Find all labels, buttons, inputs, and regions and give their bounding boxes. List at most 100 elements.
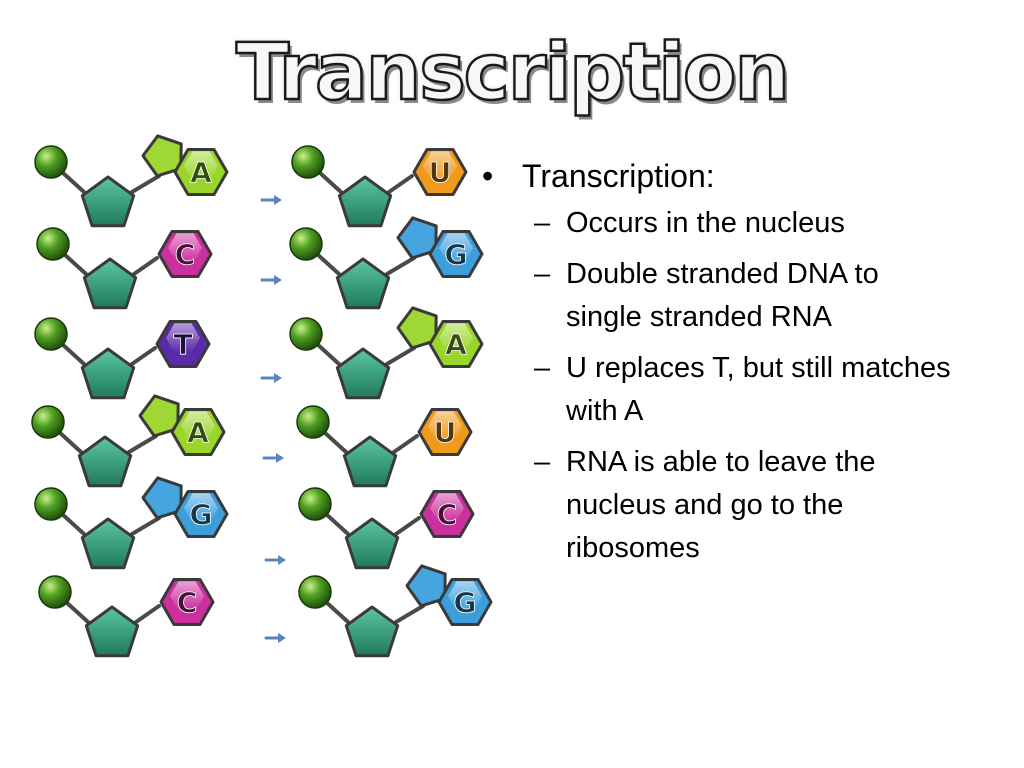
bullet-list: • Transcription: – Occurs in the nucleus… [482,156,952,578]
sugar-pentagon-icon [344,605,400,658]
arrow-right-icon [260,275,282,285]
phosphate-sphere-icon [289,227,323,261]
base-letter: A [187,416,209,449]
base-rna: U [412,148,468,196]
base-dna: T [155,320,211,368]
dna-nucleotide: A [34,134,229,228]
purine-pentagon-icon [141,134,183,178]
base-letter: C [175,238,196,271]
arrow-right-icon [264,555,286,565]
arrow-right-icon [264,633,286,643]
purine-pentagon-icon [138,394,180,438]
sub-bullet: – Double stranded DNA to single stranded… [482,253,952,339]
purine-pentagon-icon [396,216,438,260]
gloss-highlight [439,323,473,353]
phosphate-sphere-icon [34,487,68,521]
base-bond [130,516,161,536]
gloss-highlight [448,581,482,611]
base-letter: G [445,238,468,271]
rna-nucleotide: A [289,306,484,400]
base-letter: A [445,328,467,361]
base-letter: U [434,416,457,449]
rna-nucleotide: G [289,216,484,310]
gloss-highlight [184,493,218,523]
gloss-highlight [170,581,204,611]
phosphate-sphere-icon [34,317,68,351]
base-bond [394,516,421,536]
base-bond [385,346,416,366]
base-bond [132,256,159,276]
rna-nucleotide-column: U G A U C G [289,145,493,658]
dash-icon: – [534,352,551,384]
base-bond [392,434,419,454]
phosphate-sphere-icon [291,145,325,179]
sugar-pentagon-icon [80,175,136,228]
sugar-pentagon-icon [344,517,400,570]
sub-bullet: – RNA is able to leave the nucleus and g… [482,441,952,570]
base-letter: G [454,586,477,619]
arrow-right-icon [260,373,282,383]
base-letter: T [173,328,192,361]
rna-nucleotide: U [296,405,473,488]
base-bond [127,434,158,454]
base-rna: A [396,306,484,368]
base-rna: G [405,564,493,626]
rna-nucleotide: G [298,564,493,658]
bullet-dot-icon: • [482,158,494,194]
purine-pentagon-icon [405,564,447,608]
sugar-pentagon-icon [335,347,391,400]
base-letter: U [429,156,452,189]
sub-bullet-list: – Occurs in the nucleus – Double strande… [482,202,952,570]
purine-pentagon-icon [396,306,438,350]
base-bond [394,604,425,624]
base-rna: U [417,408,473,456]
arrow-column [260,195,286,643]
base-bond [134,604,161,624]
sub-bullet-text: Occurs in the nucleus [566,207,845,239]
sub-bullet: – Occurs in the nucleus [482,202,952,245]
arrow-right-icon [260,195,282,205]
phosphate-sphere-icon [38,575,72,609]
base-dna: G [141,476,229,538]
gloss-highlight [428,411,462,441]
phosphate-sphere-icon [289,317,323,351]
gloss-highlight [430,493,464,523]
gloss-highlight [168,233,202,263]
base-dna: C [157,230,213,278]
base-bond [130,174,161,194]
bullet-main-text: Transcription: [522,158,715,194]
gloss-highlight [423,151,457,181]
sub-bullet-text: U replaces T, but still matches with A [566,352,951,427]
phosphate-sphere-icon [31,405,65,439]
arrow-right-icon [262,453,284,463]
dna-nucleotide: A [31,394,226,488]
bullet-main: • Transcription: [482,156,952,196]
dash-icon: – [534,207,551,239]
dash-icon: – [534,258,551,290]
dna-nucleotide: C [36,227,213,310]
base-bond [130,346,157,366]
base-rna: C [419,490,475,538]
phosphate-sphere-icon [36,227,70,261]
dna-nucleotide: T [34,317,211,400]
purine-pentagon-icon [141,476,183,520]
sub-bullet-text: RNA is able to leave the nucleus and go … [566,446,876,564]
rna-nucleotide: C [298,487,475,570]
phosphate-sphere-icon [296,405,330,439]
sugar-pentagon-icon [337,175,393,228]
base-dna: A [138,394,226,456]
base-letter: C [177,586,198,619]
gloss-highlight [439,233,473,263]
sugar-pentagon-icon [342,435,398,488]
sugar-pentagon-icon [84,605,140,658]
dash-icon: – [534,446,551,478]
sugar-pentagon-icon [80,347,136,400]
base-dna: A [141,134,229,196]
phosphate-sphere-icon [298,575,332,609]
sub-bullet: – U replaces T, but still matches with A [482,347,952,433]
sugar-pentagon-icon [335,257,391,310]
rna-nucleotide: U [291,145,468,228]
